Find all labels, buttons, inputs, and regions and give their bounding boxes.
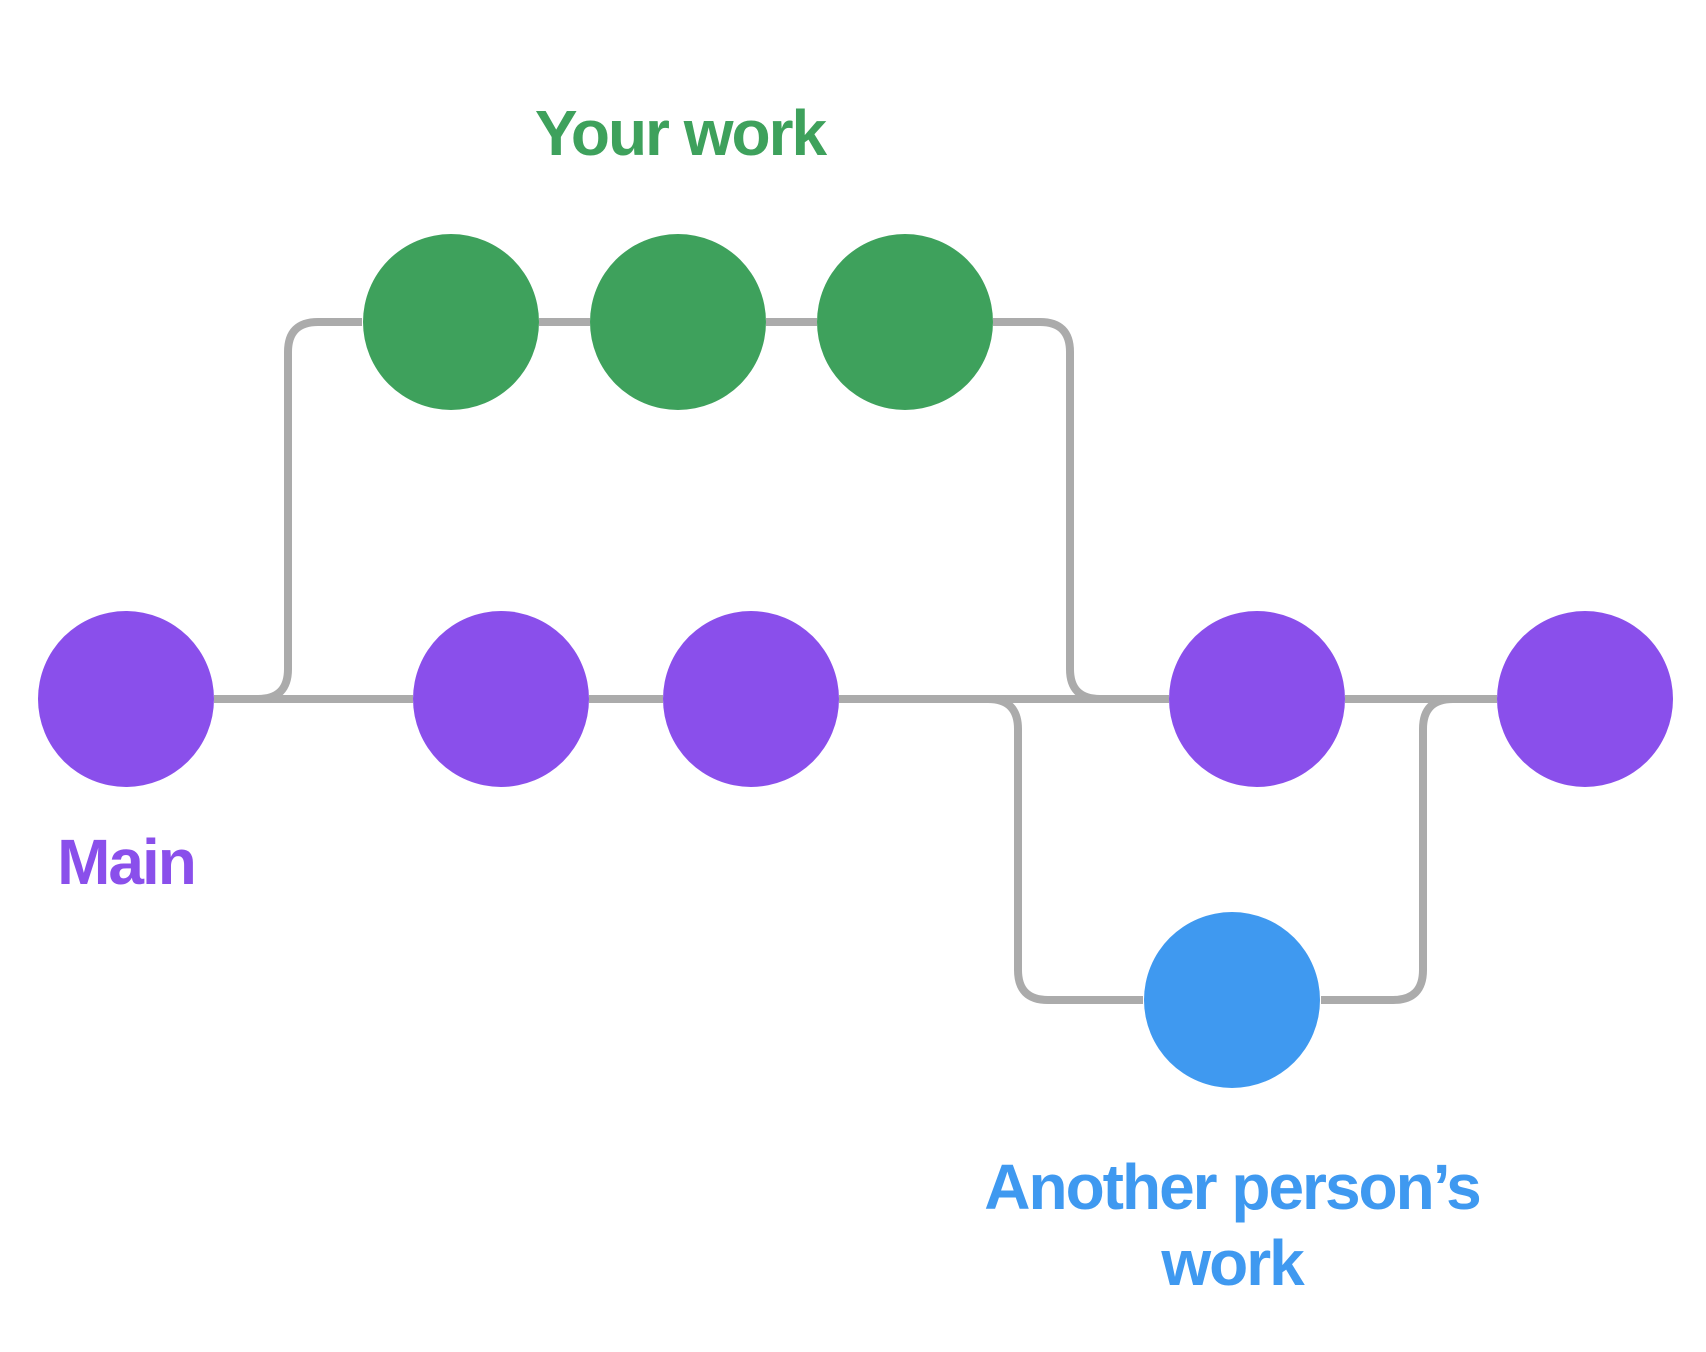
commit-yours-1 (363, 234, 539, 410)
another-person-branch-label: Another person’s work (984, 1149, 1481, 1301)
commit-nodes (38, 234, 1673, 1088)
commit-yours-3 (817, 234, 993, 410)
commit-main-2 (413, 611, 589, 787)
your-work-branch-label: Your work (534, 97, 827, 169)
another-merge-line (1321, 695, 1454, 1004)
your-work-merge-line (993, 318, 1101, 703)
commit-another-1 (1144, 912, 1320, 1088)
commit-main-5 (1497, 611, 1673, 787)
another-person-label-line2: work (1161, 1227, 1304, 1299)
commit-main-1 (38, 611, 214, 787)
another-branch-out-line (987, 695, 1143, 1004)
commit-main-3 (663, 611, 839, 787)
commit-main-4 (1169, 611, 1345, 787)
branch-connector-lines (214, 318, 1497, 1004)
another-person-label-line1: Another person’s (984, 1151, 1481, 1223)
commit-yours-2 (590, 234, 766, 410)
your-work-branch-out-line (257, 318, 362, 703)
main-branch-label: Main (57, 826, 197, 898)
